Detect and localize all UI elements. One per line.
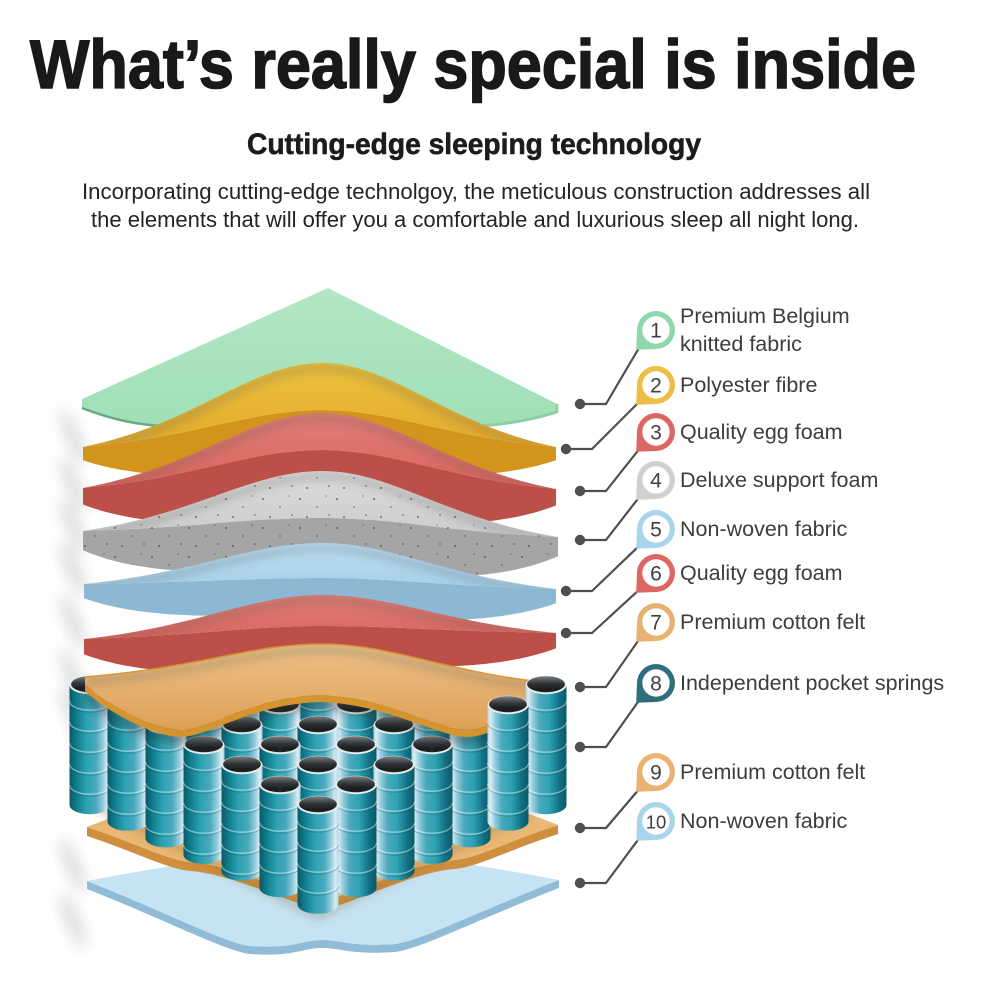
- svg-text:7: 7: [650, 612, 662, 635]
- svg-text:5: 5: [650, 519, 662, 542]
- svg-text:6: 6: [650, 563, 662, 586]
- svg-text:Premium cotton felt: Premium cotton felt: [680, 760, 865, 784]
- svg-text:Premium cotton felt: Premium cotton felt: [680, 610, 865, 634]
- svg-text:Incorporating cutting-edge tec: Incorporating cutting-edge technolgoy, t…: [82, 179, 870, 204]
- svg-text:Premium Belgium: Premium Belgium: [680, 304, 850, 328]
- svg-text:10: 10: [646, 812, 667, 833]
- svg-text:3: 3: [650, 422, 662, 445]
- svg-text:9: 9: [650, 762, 662, 785]
- svg-text:Quality egg foam: Quality egg foam: [680, 561, 843, 585]
- svg-text:4: 4: [650, 470, 662, 493]
- svg-text:Independent pocket springs: Independent pocket springs: [680, 671, 944, 695]
- svg-text:the elements that will offer y: the elements that will offer you a comfo…: [91, 207, 859, 232]
- svg-text:Non-woven fabric: Non-woven fabric: [680, 809, 848, 833]
- svg-text:Non-woven fabric: Non-woven fabric: [680, 517, 848, 541]
- svg-text:8: 8: [650, 673, 662, 696]
- svg-text:Deluxe support foam: Deluxe support foam: [680, 468, 878, 492]
- svg-text:What’s really special is insid: What’s really special is inside: [30, 26, 916, 103]
- svg-text:Cutting-edge sleeping technolo: Cutting-edge sleeping technology: [247, 128, 701, 161]
- svg-text:Quality egg foam: Quality egg foam: [680, 420, 843, 444]
- svg-text:Polyester fibre: Polyester fibre: [680, 373, 817, 397]
- svg-text:knitted fabric: knitted fabric: [680, 332, 802, 356]
- svg-text:2: 2: [650, 375, 662, 398]
- svg-text:1: 1: [650, 320, 662, 343]
